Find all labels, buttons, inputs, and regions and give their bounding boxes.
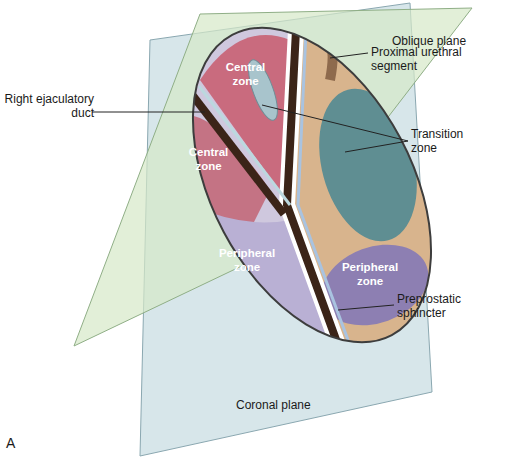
gland-section (144, 0, 480, 382)
gland-outline (144, 0, 480, 382)
part-label: Right ejaculatory duct (2, 92, 94, 120)
leader-lines (92, 53, 408, 310)
part-label: Transition zone (411, 127, 491, 155)
plane-label: Coronal plane (236, 398, 346, 412)
figure-letter: A (6, 436, 36, 450)
zone-label: Central zone (181, 145, 236, 173)
zone-label: Peripheral zone (335, 260, 405, 288)
zone-label: Central zone (218, 60, 273, 88)
part-label: Preprostatic sphincter (397, 292, 497, 320)
zone-label: Peripheral zone (212, 246, 282, 274)
part-label: Proximal urethral segment (371, 45, 481, 73)
